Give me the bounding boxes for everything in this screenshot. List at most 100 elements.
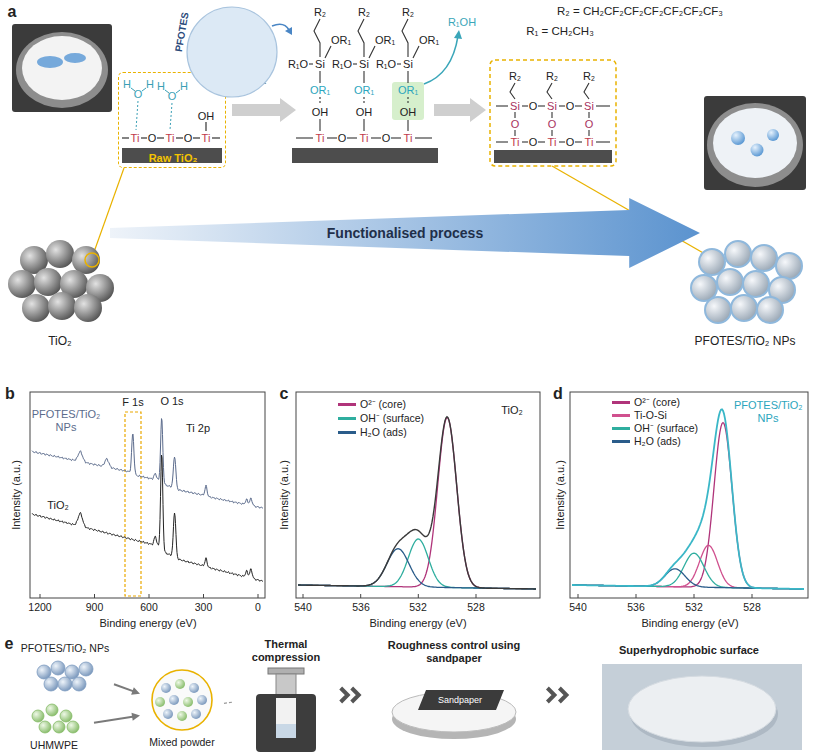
connector-line [224, 702, 232, 703]
line-part [327, 137, 337, 138]
atom-label: Ti [511, 136, 520, 149]
atom-label: R₂ [402, 6, 414, 19]
tick-label: 300 [195, 601, 213, 613]
legend-swatch [612, 440, 630, 443]
atom-label: R₁O [332, 58, 352, 71]
material-group: UHMWPE [14, 704, 94, 754]
atom-label: O [511, 118, 520, 131]
sample-label: TiO₂ [48, 335, 72, 349]
axis-title: Intensity (a.u.) [554, 460, 567, 530]
circle-part [44, 677, 58, 691]
legend-text: OH⁻ (surface) [360, 412, 424, 424]
atom-label: O [338, 132, 347, 145]
atom-label: OH [400, 106, 417, 119]
atom-label: R₁O [376, 58, 396, 71]
circle-part [79, 662, 93, 676]
inset-box [490, 60, 616, 166]
line-part [575, 141, 582, 142]
circle-part [751, 245, 777, 271]
circle-part [39, 721, 51, 733]
line-part [296, 137, 313, 138]
node-text: Functionalised process [327, 225, 483, 241]
peak-label: O 1s [160, 395, 183, 408]
tick-label: 528 [467, 601, 485, 613]
grafted-bonds [496, 83, 610, 142]
line-part [559, 141, 565, 142]
circle-part [177, 711, 187, 721]
plot-frame [296, 392, 540, 598]
line-part [391, 137, 401, 138]
atom-label: O [168, 90, 177, 103]
atom-label: OH [198, 110, 215, 123]
process-step: Roughness control using sandpaperSandpap… [362, 636, 546, 754]
atom-label: OH [356, 106, 373, 119]
node-text: Raw TiO₂ [149, 152, 198, 165]
tick-label: 0 [255, 601, 261, 613]
atom-label: Si [510, 100, 520, 113]
circle-part [717, 269, 743, 295]
tick-label: 528 [743, 601, 761, 613]
atom-label: Ti [548, 136, 557, 149]
rect-part [268, 668, 304, 674]
circle-part [189, 683, 199, 693]
line-part [319, 119, 320, 131]
connector [94, 713, 140, 723]
line-part [559, 105, 565, 106]
line-part [363, 97, 364, 105]
tick-label: 540 [569, 601, 587, 613]
atom-label: Ti [166, 132, 175, 145]
connector [114, 684, 140, 694]
process-arrow: Functionalised process [110, 198, 700, 268]
graft-arrow [272, 24, 289, 30]
atom-label: H [123, 78, 131, 91]
polyline-part [547, 83, 552, 99]
panel-letter: d [553, 385, 563, 403]
node-text: UHMWPE [30, 739, 78, 751]
atom-label: O [529, 136, 538, 149]
fit-envelope [298, 417, 536, 589]
connector [341, 688, 359, 702]
atom-label: R₂ [314, 6, 326, 19]
atom-label: Ti [131, 132, 140, 145]
tick-mark [203, 594, 204, 598]
connector [547, 688, 566, 702]
circle-part [34, 268, 62, 296]
circle-part [8, 270, 36, 298]
atom-label: O [382, 132, 391, 145]
polygon-part [418, 690, 504, 710]
atom-label: R₂ [546, 70, 558, 83]
tick-mark [476, 594, 477, 598]
coated-cluster [691, 241, 802, 323]
atom-label: OR₁ [419, 34, 439, 47]
tick-mark [149, 594, 150, 598]
ellipse-part [628, 676, 776, 742]
circle-part [65, 665, 79, 679]
line-part [407, 97, 408, 105]
tick-mark [418, 594, 419, 598]
atom-label: Si [359, 58, 369, 71]
atom-label: H [146, 78, 154, 91]
rect-part [276, 698, 296, 738]
polyline-part [402, 19, 408, 57]
atom-label: Ti [585, 136, 594, 149]
nanoparticle-cluster [8, 240, 114, 322]
atom-label: R₂ [358, 6, 370, 19]
line-part [407, 71, 408, 83]
peak-label: F 1s [122, 396, 143, 409]
circle-part [48, 292, 76, 320]
panel-letter: e [5, 635, 14, 653]
line-part [588, 130, 589, 136]
arrow-head [454, 30, 462, 39]
circle-part [72, 246, 100, 274]
chevron-arrow [352, 688, 359, 702]
powder-photo [12, 24, 112, 112]
circle-part [152, 670, 212, 730]
atom-label: R₂ [509, 70, 521, 83]
material-group: PFOTES/TiO₂ NPs [14, 638, 114, 694]
legend-swatch [612, 427, 630, 430]
atom-label: Ti [404, 132, 413, 145]
line-part [176, 137, 183, 138]
formula-note: R₁ = CH₂CH₃ [526, 25, 594, 38]
node-text: Thermal compression [236, 638, 336, 663]
line-part [212, 137, 220, 138]
